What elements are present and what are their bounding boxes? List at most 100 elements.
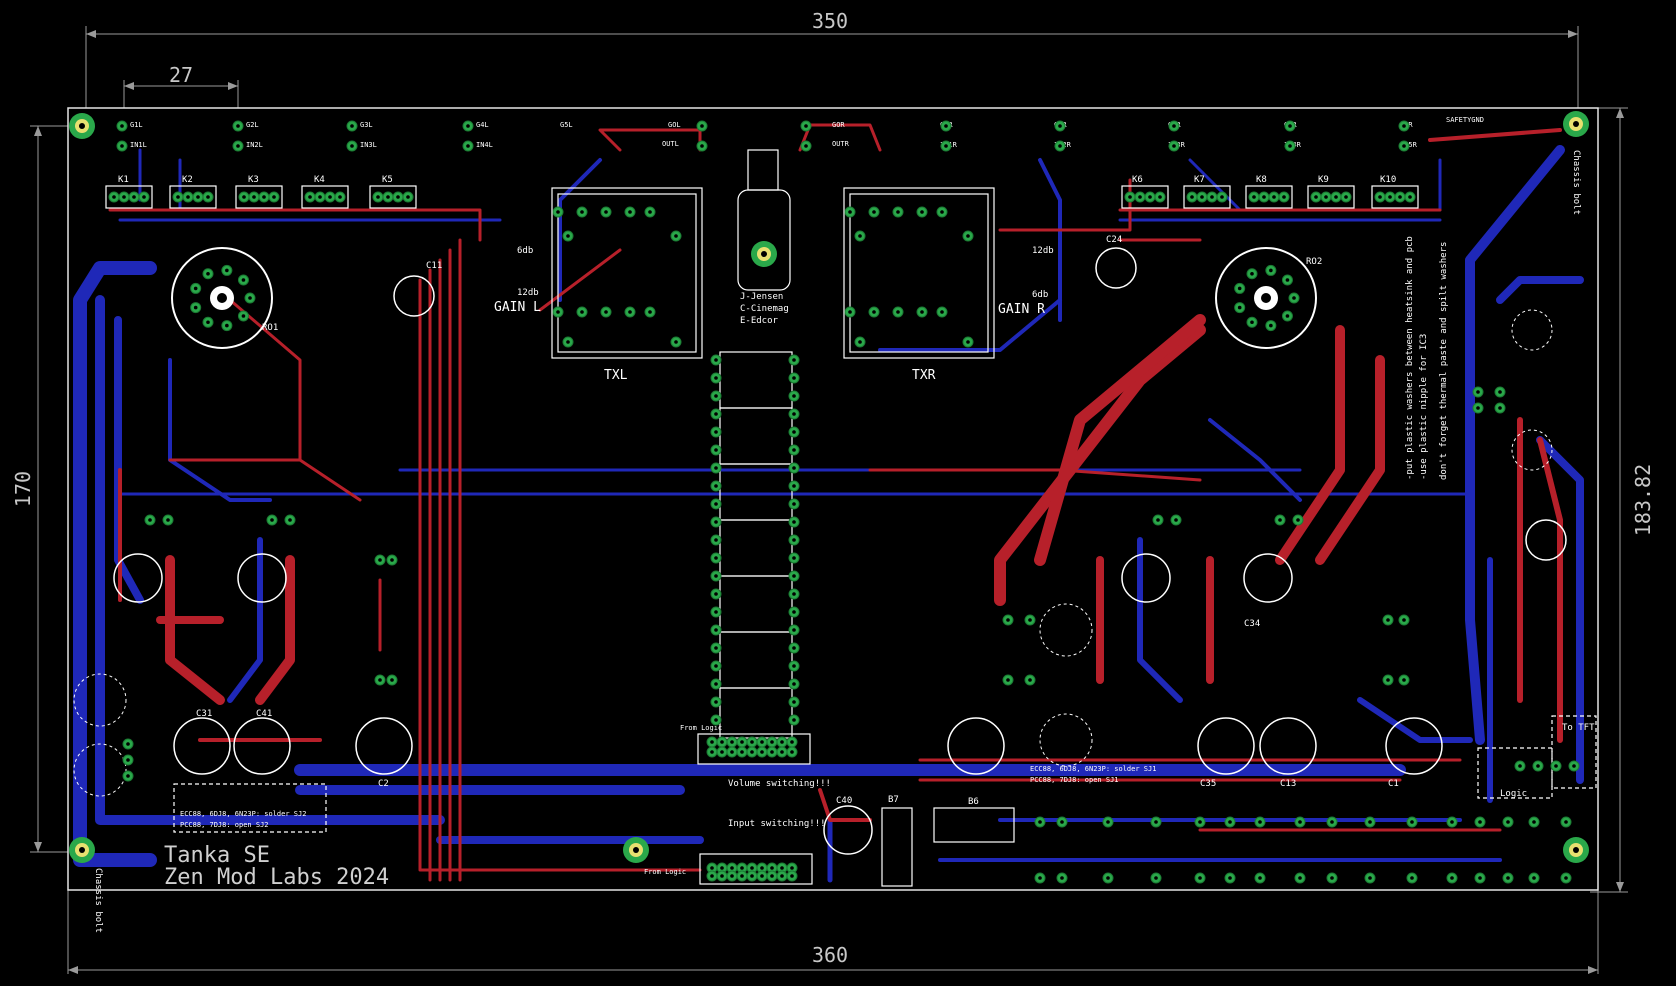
pcb-pad-hole <box>750 740 754 744</box>
pcb-pad-hole <box>376 195 380 199</box>
c41-label: C41 <box>256 709 272 719</box>
chassis-bolt-left-label: Chassis bolt <box>93 868 103 933</box>
pcb-pad-hole <box>1368 820 1372 824</box>
pcb-pad-hole <box>750 750 754 754</box>
pcb-pad-hole <box>714 484 718 488</box>
db12-right-label: 12db <box>1032 246 1054 256</box>
pcb-pad-hole <box>770 740 774 744</box>
relays-left-group: K1 K2 K3 K4 K5 <box>105 175 417 209</box>
pcb-pad-hole <box>648 210 652 214</box>
pcb-pad-hole <box>252 195 256 199</box>
pcb-pad-hole <box>272 195 276 199</box>
pcb-pad-hole <box>1532 876 1536 880</box>
from-logic-volume: From Logic <box>680 724 722 732</box>
pcb-pad-hole <box>1258 820 1262 824</box>
pcb-pad-hole <box>1478 820 1482 824</box>
in1l-label: IN1L <box>130 141 147 149</box>
pcb-pad-hole <box>750 874 754 878</box>
pcb-pad-hole <box>628 210 632 214</box>
pcb-pad-hole <box>750 866 754 870</box>
pcb-pad-hole <box>714 538 718 542</box>
pcb-pad-hole <box>241 278 246 282</box>
pcb-pad-hole <box>714 430 718 434</box>
g2l-label: G2L <box>246 121 259 129</box>
pcb-pad-hole <box>966 340 970 344</box>
c34-label: C34 <box>1244 619 1260 629</box>
pcb-pad-hole <box>848 210 852 214</box>
pcb-pad-hole <box>1237 286 1242 291</box>
tube-socket-right: RO2 <box>1215 247 1322 349</box>
pcb-pad-hole <box>792 484 796 488</box>
pcb-pad-hole <box>1058 124 1062 128</box>
board-subtitle: Zen Mod Labs 2024 <box>164 865 389 890</box>
electrolytic-caps: C1 C2 C11 C13 C24 C31 C34 C35 C40 C41 <box>113 235 1567 855</box>
pcb-pad-hole <box>1498 390 1502 394</box>
relay-k10 <box>1371 185 1419 209</box>
relay-label-k8: K8 <box>1256 175 1267 185</box>
pcb-pad-hole <box>714 502 718 506</box>
pcb-pad-hole <box>236 124 240 128</box>
pcb-pad-hole <box>714 556 718 560</box>
pcb-pad-hole <box>780 740 784 744</box>
relay-label-k6: K6 <box>1132 175 1143 185</box>
g3l-label: G3L <box>360 121 373 129</box>
note-paste: don't forget thermal paste and spilt was… <box>1439 242 1449 480</box>
pcb-pad-hole <box>1288 144 1292 148</box>
note-heatsink: -put plastic washers between heatsink an… <box>1405 236 1415 480</box>
pcb-pad-hole <box>308 195 312 199</box>
g5l-label: G5L <box>560 121 573 129</box>
pcb-pad-hole <box>710 874 714 878</box>
pcb-pad-hole <box>1536 764 1540 768</box>
pcb-pad-hole <box>714 376 718 380</box>
pcb-pad-hole <box>120 124 124 128</box>
pcb-pad-hole <box>790 740 794 744</box>
pcb-pad-hole <box>1282 195 1286 199</box>
pcb-pad-hole <box>1402 618 1406 622</box>
pcb-pad-hole <box>944 144 948 148</box>
pcb-pad-hole <box>1028 678 1032 682</box>
bridge-rectifiers: B6 B7 <box>881 795 1015 887</box>
pcb-pad-hole <box>714 466 718 470</box>
pcb-pad-hole <box>466 124 470 128</box>
pcb-pad-hole <box>714 628 718 632</box>
relays-right-group: K6 K7 K8 K9 K10 <box>1121 175 1419 209</box>
pcb-pad-hole <box>740 866 744 870</box>
pcb-pad-hole <box>126 774 130 778</box>
pcb-pad-hole <box>792 502 796 506</box>
legend-cinemag: C-Cinemag <box>740 304 789 314</box>
pcb-pad-hole <box>770 750 774 754</box>
pcb-pad-hole <box>1038 820 1042 824</box>
heatsinks <box>73 309 1553 797</box>
pcb-pad-hole <box>740 874 744 878</box>
pcb-pad-hole <box>1228 820 1232 824</box>
dim-right-height: 183.82 <box>1631 464 1655 536</box>
pcb-pad-hole <box>262 195 266 199</box>
pcb-pad-hole <box>1278 518 1282 522</box>
pcb-pad-hole <box>1476 406 1480 410</box>
connector-input: From Logic Input switching!!! <box>644 819 826 885</box>
pcb-pad-hole <box>1334 195 1338 199</box>
pcb-pad-hole <box>1386 618 1390 622</box>
pcb-pad-hole <box>248 296 252 300</box>
pcb-pad-hole <box>1190 195 1194 199</box>
pcb-pad-hole <box>714 358 718 362</box>
pcb-pad-hole <box>966 234 970 238</box>
pcb-pad-hole <box>176 195 180 199</box>
pcb-pad-hole <box>1518 764 1522 768</box>
pcb-pad-hole <box>740 740 744 744</box>
pcb-pad-hole <box>1330 876 1334 880</box>
input-switching-label: Input switching!!! <box>728 819 826 829</box>
relay-k7 <box>1183 185 1231 209</box>
pcb-pad-hole <box>792 592 796 596</box>
relay-k5 <box>369 185 417 209</box>
pcb-pad-hole <box>1298 820 1302 824</box>
pcb-pad-hole <box>792 448 796 452</box>
pcb-pad-hole <box>710 750 714 754</box>
pcb-pad-hole <box>1408 195 1412 199</box>
pad-field <box>108 120 1580 884</box>
pcb-pad-hole <box>714 664 718 668</box>
connector-tft: To TFT <box>1551 715 1597 789</box>
pcb-pad-hole <box>1262 195 1266 199</box>
note-left-top: ECC88, 6DJ8, 6N23P: solder SJ2 <box>180 810 306 818</box>
pcb-pad-hole <box>792 610 796 614</box>
